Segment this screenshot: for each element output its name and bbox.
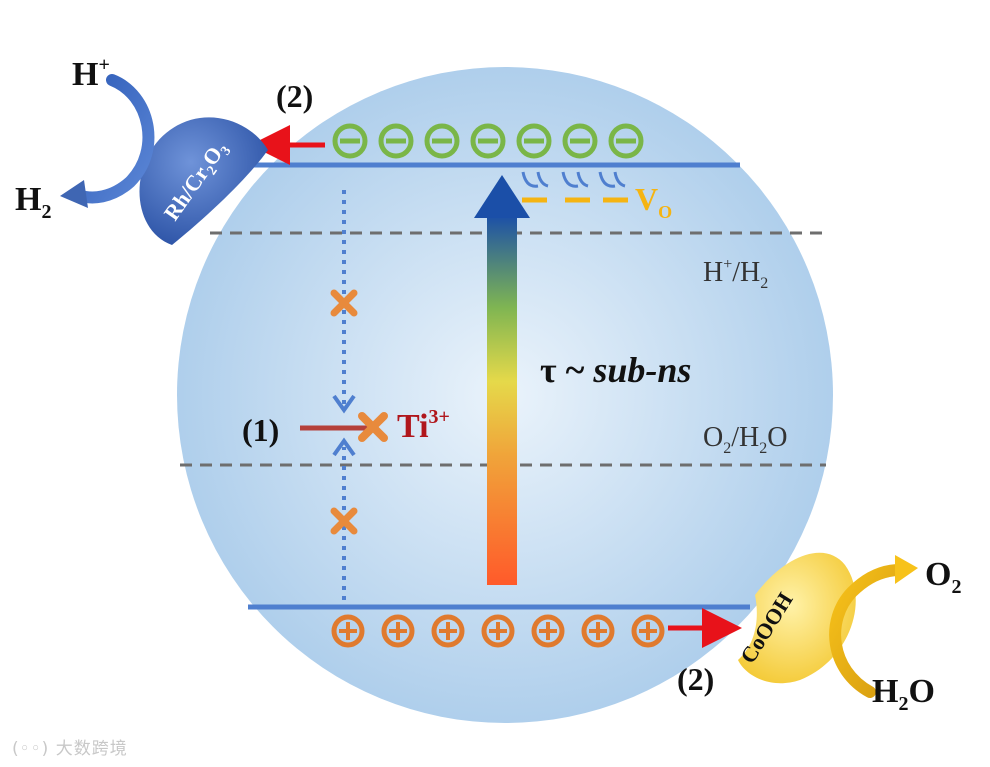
hole-icon <box>531 614 565 648</box>
hole-icon <box>381 614 415 648</box>
electron-icon <box>424 123 460 159</box>
hydrogen-evolution-arrow <box>60 74 155 208</box>
oxygen-evolution-arrow <box>829 555 918 698</box>
ti3-label: Ti3+ <box>397 406 450 445</box>
excitation-arrow <box>474 175 530 585</box>
hole-icon <box>331 614 365 648</box>
hole-icon <box>631 614 665 648</box>
step1-label: (1) <box>242 412 279 448</box>
step2-bottom-label: (2) <box>677 661 714 697</box>
cooh-cocatalyst <box>738 552 856 684</box>
h2o-reactant-label: H2O <box>872 673 935 715</box>
hole-icon <box>581 614 615 648</box>
trapping-arrows <box>521 171 626 188</box>
migration-dotted-arrows <box>332 190 356 600</box>
watermark: (◦◦) 大数跨境 <box>12 734 128 759</box>
lifetime-label: τ ~ sub-ns <box>540 350 691 390</box>
h2-label: H2 <box>15 181 51 223</box>
h-plus-label: H+ <box>72 54 110 93</box>
watermark-text: 大数跨境 <box>55 739 128 759</box>
blocked-cross-icon <box>330 289 358 317</box>
h-plus-h2-label: H+/H2 <box>703 256 768 292</box>
blocked-cross-icon <box>358 412 388 442</box>
vo-label: VO <box>635 181 672 222</box>
step2-top-label: (2) <box>276 78 313 114</box>
electron-icon <box>562 123 598 159</box>
electron-icon <box>608 123 644 159</box>
hole-icon <box>481 614 515 648</box>
o2-h2o-label: O2/H2O <box>703 422 787 457</box>
blocked-cross-icon <box>330 507 358 535</box>
electron-row <box>332 123 644 159</box>
hole-row <box>331 614 665 648</box>
rh-cr2o3-cocatalyst <box>139 117 268 245</box>
electron-icon <box>516 123 552 159</box>
electron-icon <box>378 123 414 159</box>
o2-product-label: O2 <box>925 556 961 598</box>
hole-icon <box>431 614 465 648</box>
electron-icon <box>470 123 506 159</box>
watermark-logo-icon: (◦◦) <box>12 739 56 759</box>
electron-icon <box>332 123 368 159</box>
